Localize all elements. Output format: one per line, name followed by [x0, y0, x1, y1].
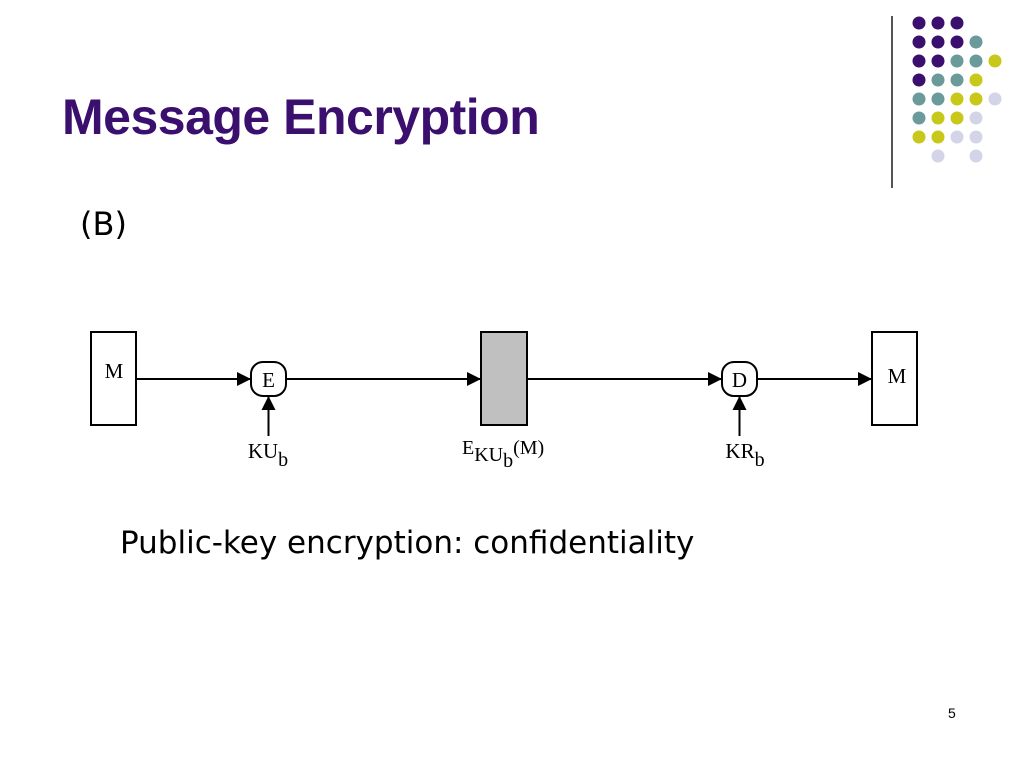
dot [950, 92, 964, 106]
plaintext-box-left [90, 331, 137, 426]
dot [969, 130, 983, 144]
slide-title: Message Encryption [62, 89, 540, 145]
private-key-label: KRb [725, 439, 764, 471]
slide-subtitle: (B) [80, 205, 127, 243]
dot [969, 149, 983, 163]
dot [912, 92, 926, 106]
dot [912, 130, 926, 144]
dot [931, 73, 945, 87]
dot [969, 73, 983, 87]
plaintext-label-left: M [105, 359, 124, 383]
encrypt-label: E [262, 368, 275, 392]
dot [912, 54, 926, 68]
dot [969, 54, 983, 68]
dot [931, 130, 945, 144]
dot [950, 130, 964, 144]
ciphertext-label: EKUb(M) [462, 437, 544, 472]
dot [912, 16, 926, 30]
plaintext-box-right [871, 331, 918, 426]
page-number: 5 [948, 705, 956, 721]
dot [950, 73, 964, 87]
dot [969, 92, 983, 106]
dot [969, 111, 983, 125]
decorative-divider [891, 16, 893, 188]
decorative-dot-grid [912, 16, 1002, 163]
dot [912, 35, 926, 49]
dot [950, 111, 964, 125]
dot [931, 149, 945, 163]
public-key-label: KUb [248, 439, 288, 471]
dot [969, 35, 983, 49]
dot [931, 16, 945, 30]
dot [950, 16, 964, 30]
plaintext-label-right: M [888, 364, 907, 388]
dot [912, 73, 926, 87]
decrypt-label: D [732, 368, 747, 392]
ciphertext-box [480, 331, 528, 426]
dot [931, 111, 945, 125]
dot [931, 92, 945, 106]
encryption-diagram: M E KUb EKUb(M) D KRb M [90, 331, 918, 472]
dot [950, 54, 964, 68]
dot [931, 35, 945, 49]
dot [950, 35, 964, 49]
dot [988, 54, 1002, 68]
diagram-caption: Public-key encryption: confidentiality [120, 525, 695, 561]
dot [931, 54, 945, 68]
dot [988, 92, 1002, 106]
dot [912, 111, 926, 125]
